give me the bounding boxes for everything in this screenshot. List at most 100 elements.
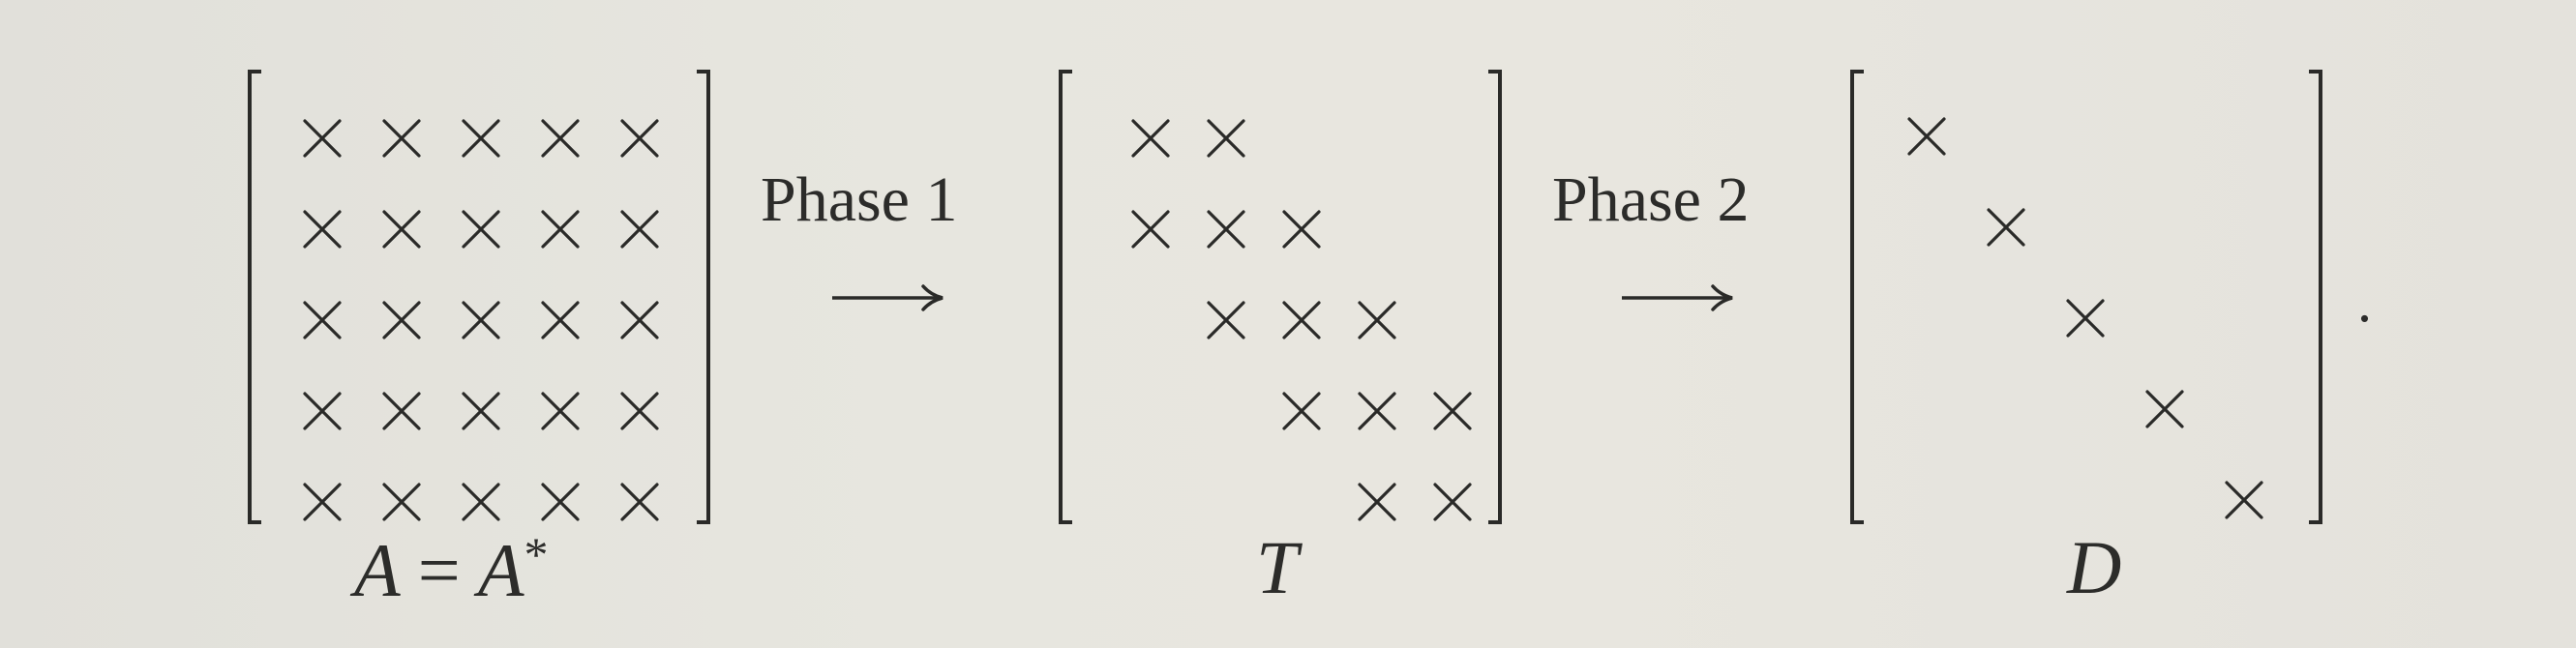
times-icon bbox=[1282, 301, 1321, 339]
phase-2-label: Phase 2 bbox=[1552, 164, 1750, 235]
times-icon bbox=[382, 483, 421, 521]
matrix-entry bbox=[521, 457, 600, 547]
times-icon bbox=[382, 210, 421, 249]
times-icon bbox=[541, 210, 580, 249]
matrix-d-right-bracket bbox=[2309, 70, 2322, 524]
times-icon bbox=[1207, 119, 1245, 158]
times-icon bbox=[462, 210, 500, 249]
times-icon bbox=[303, 392, 342, 430]
times-icon bbox=[1433, 483, 1472, 521]
matrix-entry bbox=[283, 184, 362, 275]
matrix-entry bbox=[1966, 182, 2046, 273]
caption-a-rhs: A bbox=[477, 528, 524, 612]
times-icon bbox=[303, 210, 342, 249]
phase-1-label: Phase 1 bbox=[761, 164, 958, 235]
matrix-entry bbox=[1262, 184, 1341, 275]
trailing-period: . bbox=[2357, 270, 2372, 334]
times-icon bbox=[303, 301, 342, 339]
matrix-a-left-bracket bbox=[248, 70, 261, 524]
matrix-entry bbox=[521, 366, 600, 457]
matrix-entry bbox=[362, 366, 441, 457]
times-icon bbox=[620, 392, 659, 430]
matrix-entry bbox=[1186, 275, 1266, 366]
times-icon bbox=[1907, 117, 1946, 156]
times-icon bbox=[382, 119, 421, 158]
times-icon bbox=[2145, 390, 2184, 428]
matrix-entry bbox=[441, 366, 521, 457]
matrix-entry bbox=[362, 184, 441, 275]
times-icon bbox=[620, 301, 659, 339]
matrix-entry bbox=[600, 457, 679, 547]
times-icon bbox=[1282, 210, 1321, 249]
matrix-entry bbox=[1186, 184, 1266, 275]
matrix-entry bbox=[1413, 366, 1492, 457]
matrix-entry bbox=[2204, 455, 2284, 545]
matrix-d-caption: D bbox=[2067, 525, 2122, 609]
times-icon bbox=[1433, 392, 1472, 430]
matrix-entry bbox=[441, 457, 521, 547]
matrix-entry bbox=[1262, 275, 1341, 366]
times-icon bbox=[303, 483, 342, 521]
times-icon bbox=[541, 301, 580, 339]
matrix-entry bbox=[521, 275, 600, 366]
times-icon bbox=[541, 483, 580, 521]
matrix-entry bbox=[283, 457, 362, 547]
long-right-arrow-icon bbox=[832, 284, 944, 311]
matrix-entry bbox=[283, 366, 362, 457]
times-icon bbox=[382, 392, 421, 430]
times-icon bbox=[303, 119, 342, 158]
matrix-entry bbox=[283, 93, 362, 184]
times-icon bbox=[1207, 301, 1245, 339]
times-icon bbox=[462, 119, 500, 158]
matrix-entry bbox=[441, 275, 521, 366]
matrix-entry bbox=[521, 93, 600, 184]
matrix-entry bbox=[1337, 275, 1417, 366]
times-icon bbox=[462, 392, 500, 430]
matrix-entry bbox=[2125, 364, 2204, 455]
caption-a-lhs: A bbox=[354, 528, 400, 612]
times-icon bbox=[620, 210, 659, 249]
long-right-arrow-icon bbox=[1622, 284, 1733, 311]
matrix-a bbox=[248, 70, 710, 524]
matrix-entry bbox=[441, 93, 521, 184]
matrix-entry bbox=[1887, 91, 1966, 182]
matrix-t-right-bracket bbox=[1488, 70, 1502, 524]
times-icon bbox=[2066, 299, 2105, 338]
times-icon bbox=[1282, 392, 1321, 430]
caption-a-equals: = bbox=[417, 528, 461, 612]
matrix-entry bbox=[1186, 93, 1266, 184]
matrix-entry bbox=[1111, 93, 1190, 184]
times-icon bbox=[620, 119, 659, 158]
matrix-entry bbox=[1413, 457, 1492, 547]
times-icon bbox=[620, 483, 659, 521]
matrix-a-right-bracket bbox=[697, 70, 710, 524]
matrix-entry bbox=[600, 93, 679, 184]
matrix-d bbox=[1850, 70, 2322, 524]
matrix-entry bbox=[2046, 273, 2125, 364]
times-icon bbox=[1358, 301, 1396, 339]
matrix-entry bbox=[600, 184, 679, 275]
matrix-entry bbox=[1337, 457, 1417, 547]
times-icon bbox=[382, 301, 421, 339]
times-icon bbox=[541, 119, 580, 158]
matrix-t-caption: T bbox=[1256, 525, 1299, 609]
times-icon bbox=[1131, 119, 1170, 158]
matrix-entry bbox=[1111, 184, 1190, 275]
matrix-entry bbox=[362, 457, 441, 547]
matrix-entry bbox=[1262, 366, 1341, 457]
times-icon bbox=[1987, 208, 2025, 247]
matrix-entry bbox=[1337, 366, 1417, 457]
times-icon bbox=[462, 301, 500, 339]
matrix-entry bbox=[441, 184, 521, 275]
matrix-entry bbox=[600, 366, 679, 457]
times-icon bbox=[2225, 481, 2263, 519]
caption-a-star: * bbox=[524, 527, 549, 581]
times-icon bbox=[1358, 483, 1396, 521]
times-icon bbox=[541, 392, 580, 430]
matrix-d-left-bracket bbox=[1850, 70, 1864, 524]
matrix-entry bbox=[283, 275, 362, 366]
times-icon bbox=[1131, 210, 1170, 249]
times-icon bbox=[1358, 392, 1396, 430]
matrix-entry bbox=[362, 93, 441, 184]
matrix-entry bbox=[600, 275, 679, 366]
